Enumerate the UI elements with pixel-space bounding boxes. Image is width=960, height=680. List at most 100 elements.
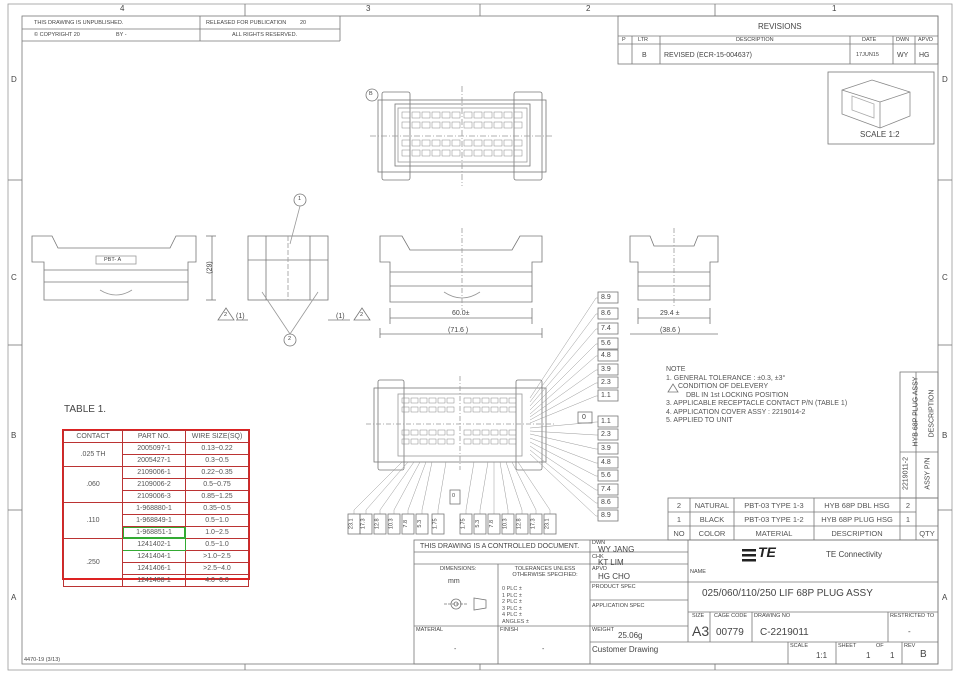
iso-scale: SCALE 1:2 — [860, 130, 900, 139]
bom-no-1: 1 — [676, 515, 682, 524]
bom-no-2: 2 — [676, 501, 682, 510]
rights-notice: ALL RIGHTS RESERVED. — [232, 32, 298, 38]
zone-label-4: 4 — [120, 4, 125, 13]
weight-value: 25.06g — [618, 631, 643, 640]
pitch-right-lower-5: 5.6 — [601, 472, 611, 479]
table-row: 2109006-3 0.85~1.25 — [64, 490, 249, 503]
wire-cell: 0.35~0.5 — [185, 502, 249, 515]
table-row: 1241408-1 4.0~6.0 — [64, 574, 249, 587]
zone-label-c: C — [11, 273, 17, 282]
size-label: SIZE — [692, 613, 705, 619]
wire-cell: 0.3~0.5 — [185, 454, 249, 467]
sheet-value: 1 — [866, 651, 871, 660]
table-header-wire: WIRE SIZE(SQ) — [185, 430, 249, 443]
table-header-row: CONTACT PART NO. WIRE SIZE(SQ) — [63, 430, 249, 443]
contact-cell: .025 TH — [63, 442, 123, 467]
tolerances-label: TOLERANCES UNLESS OTHERWISE SPECIFIED: — [512, 566, 578, 578]
pitch-bottom-12: 12.8 — [516, 518, 523, 530]
by-field: BY - — [116, 32, 127, 38]
bom-description-2: HYB 68P DBL HSG — [824, 501, 890, 510]
scale-label: SCALE — [790, 643, 809, 649]
pitch-right-lower-7: 8.6 — [601, 499, 611, 506]
item-2-balloon: 2 — [288, 336, 292, 342]
part-cell-highlighted: 1-968851-1 — [122, 526, 186, 539]
controlled-notice: THIS DRAWING IS A CONTROLLED DOCUMENT. — [420, 543, 580, 550]
bom-header-material: MATERIAL — [755, 529, 793, 538]
wire-cell: 4.0~6.0 — [185, 574, 249, 587]
side-assy-description: HYB 68P PLUG ASSY — [912, 376, 920, 447]
apvd-label: APVD — [592, 566, 607, 572]
cage-label: CAGE CODE — [714, 613, 748, 619]
zone-label-d: D — [11, 75, 17, 84]
dimensions-label: DIMENSIONS: — [440, 566, 477, 572]
finish-value: - — [542, 646, 545, 653]
rev-col-date: DATE — [862, 37, 877, 43]
tolerance-4: 4 PLC ± — [502, 612, 522, 618]
dim-29-4: 29.4 ± — [660, 310, 680, 317]
notes-title: NOTE — [666, 366, 686, 373]
of-value: 1 — [890, 651, 895, 660]
sheet-label: SHEET — [838, 643, 857, 649]
year-field: 20 — [300, 20, 307, 26]
contact-cell: .110 — [63, 502, 123, 539]
chk-label: CHK — [592, 554, 604, 560]
dim-71: (71.6 ) — [448, 327, 469, 334]
of-label: OF — [876, 643, 884, 649]
chk-name: KT LIM — [598, 558, 624, 567]
dim-1-left: (1) — [236, 313, 245, 320]
bom-material-1: PBT-03 TYPE 1-2 — [744, 515, 804, 524]
released-notice: RELEASED FOR PUBLICATION — [206, 20, 287, 26]
tolerance-1: 1 PLC ± — [502, 592, 522, 599]
table-row: .250 1241402-1 0.5~1.0 — [63, 538, 249, 587]
zone-label-2: 2 — [586, 4, 591, 13]
tolerance-2: 2 PLC ± — [502, 599, 522, 605]
te-logo: TE — [758, 544, 776, 560]
tolerance-angles: ANGLES ± — [502, 618, 529, 625]
pitch-bottom-7: 1.75 — [432, 518, 439, 530]
bom-header-color: COLOR — [698, 529, 726, 538]
part-cell: 2005097-1 — [122, 442, 186, 455]
pitch-bottom-9: 5.3 — [475, 519, 482, 528]
wire-cell: 0.5~0.75 — [185, 478, 249, 491]
unpublished-notice: THIS DRAWING IS UNPUBLISHED. — [34, 20, 124, 26]
tolerance-0: 0 PLC ± — [502, 586, 522, 592]
dimensions-unit: mm — [448, 578, 460, 585]
wire-cell: 0.5~1.0 — [185, 538, 249, 551]
dwn-label: DWN — [592, 540, 606, 546]
zone-label-1: 1 — [832, 4, 837, 13]
application-spec-label: APPLICATION SPEC — [592, 603, 645, 609]
cage-value: 00779 — [716, 627, 744, 638]
triangle-note-right: 2 — [360, 312, 364, 318]
pitch-bottom-3: 12.8 — [374, 518, 381, 530]
bom-header-qty: QTY — [919, 529, 935, 538]
note-2-detail: DBL IN 1st LOCKING POSITION — [686, 391, 789, 399]
side-assy-pn-label: ASSY P/N — [924, 457, 932, 490]
rev-col-dwn: DWN — [896, 37, 910, 43]
part-cell: 1241404-1 — [122, 550, 186, 563]
part-cell: 2109006-2 — [122, 478, 186, 491]
note-3: 3. APPLICABLE RECEPTACLE CONTACT P/N (TA… — [666, 400, 848, 407]
triangle-note-left: 2 — [224, 312, 228, 318]
pitch-right-8: 1.1 — [601, 392, 611, 399]
pitch-right-lower-2: 2.3 — [601, 431, 611, 438]
note-5: 5. APPLIED TO UNIT — [666, 417, 733, 424]
copyright-text: COPYRIGHT 20 — [39, 32, 80, 38]
part-cell: 1241402-1 — [122, 538, 186, 551]
revisions-title: REVISIONS — [758, 22, 802, 31]
pitch-right-6: 3.9 — [601, 366, 611, 373]
part-cell: 2109006-1 — [122, 466, 186, 479]
bom-color-2: NATURAL — [694, 501, 730, 510]
wire-cell: >1.0~2.5 — [185, 550, 249, 563]
notes-block: NOTE 1. GENERAL TOLERANCE : ±0.3, ±3° CO… — [666, 366, 847, 426]
side-description-label: DESCRIPTION — [928, 389, 936, 438]
pitch-bottom-1: 23.1 — [348, 518, 355, 530]
part-cell: 1241408-1 — [122, 574, 186, 587]
rev-value: B — [920, 649, 927, 660]
drawing-no-label: DRAWING NO — [754, 613, 791, 619]
scale-value: 1:1 — [816, 651, 828, 660]
material-label: MATERIAL — [416, 627, 444, 633]
rev-dwn: WY — [897, 52, 909, 59]
zone-label-a: A — [11, 593, 17, 602]
pitch-right-1: 8.9 — [601, 294, 611, 301]
